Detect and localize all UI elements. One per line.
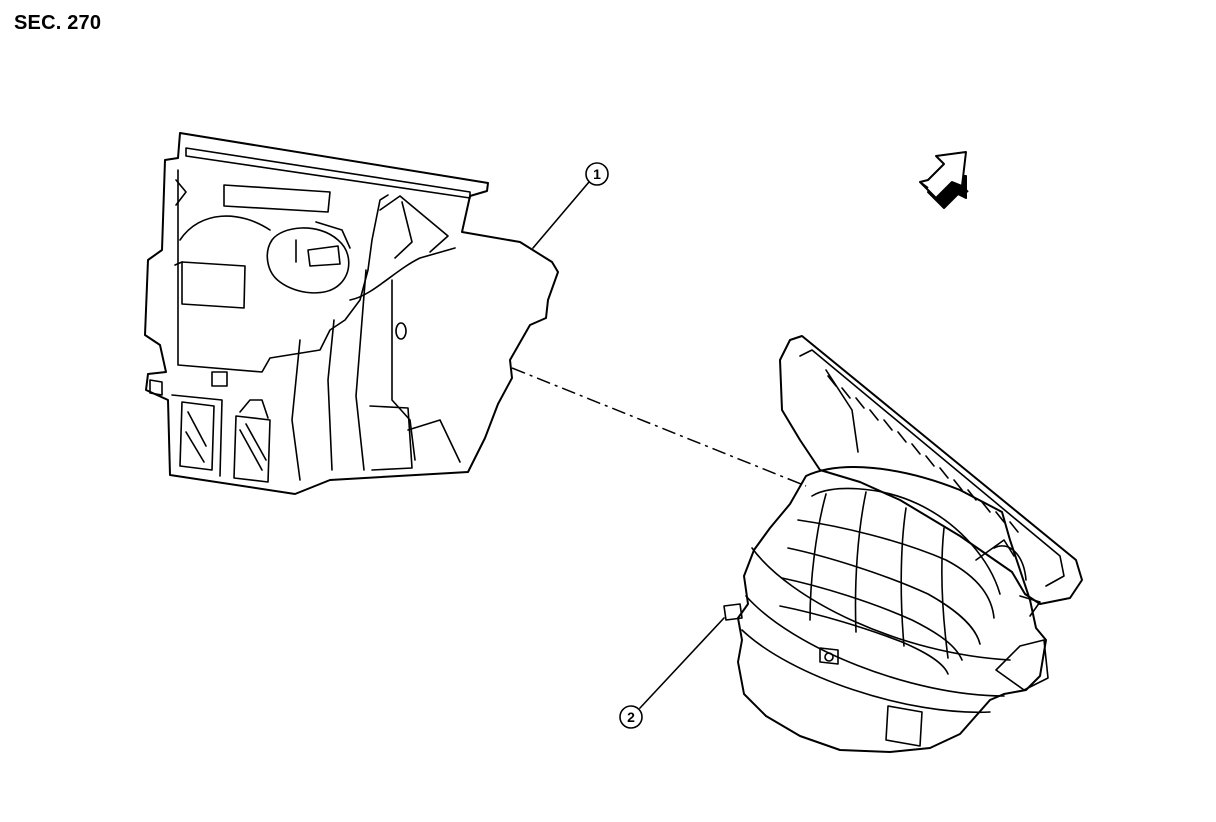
callout-2: 2 bbox=[619, 705, 643, 729]
callout-1: 1 bbox=[585, 162, 609, 186]
callout-1-number: 1 bbox=[593, 166, 601, 182]
callout-2-leader bbox=[639, 617, 725, 709]
blower-unit-part-2 bbox=[723, 335, 1083, 753]
section-label: SEC. 270 bbox=[14, 12, 102, 34]
alignment-centerline bbox=[511, 367, 807, 487]
callout-1-leader bbox=[532, 181, 590, 249]
front-direction-arrow-icon bbox=[919, 151, 969, 209]
housing-part-1 bbox=[144, 132, 559, 495]
callout-2-number: 2 bbox=[627, 709, 635, 725]
